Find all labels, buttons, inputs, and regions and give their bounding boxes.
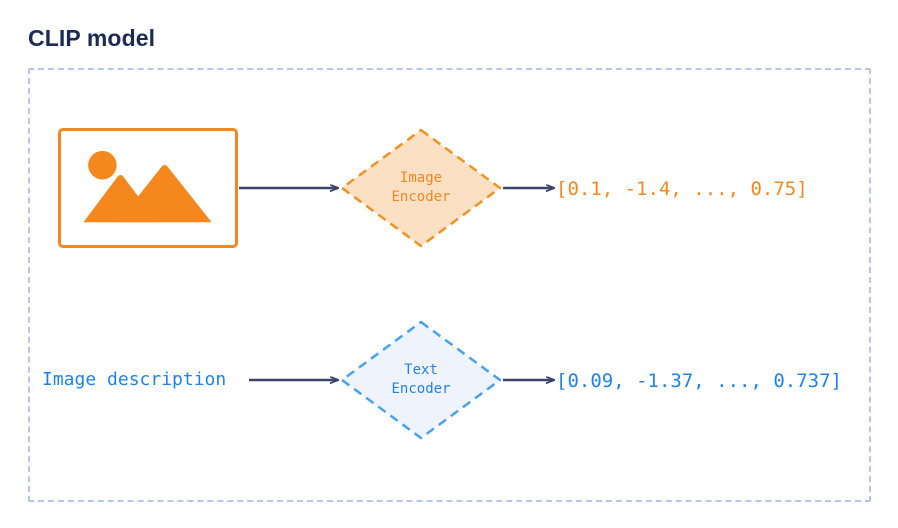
text-embedding-vector: [0.09, -1.37, ..., 0.737] bbox=[556, 370, 842, 392]
image-encoder-label-line2: Encoder bbox=[391, 189, 451, 205]
text-input-label: Image description bbox=[42, 369, 227, 390]
diamond-shape-blue bbox=[340, 320, 502, 440]
image-encoder-node[interactable]: Image Encoder bbox=[340, 128, 502, 248]
picture-icon bbox=[83, 150, 212, 223]
page-title: CLIP model bbox=[28, 25, 156, 51]
clip-model-container bbox=[28, 68, 871, 502]
image-encoder-label-line1: Image bbox=[399, 170, 443, 186]
text-encoder-node[interactable]: Text Encoder bbox=[340, 320, 502, 440]
diamond-shape-orange bbox=[340, 128, 502, 248]
image-encoder-label: Image Encoder bbox=[340, 128, 502, 248]
text-encoder-label: Text Encoder bbox=[340, 320, 502, 440]
image-input-thumbnail bbox=[58, 128, 238, 248]
text-encoder-label-line1: Text bbox=[404, 362, 438, 378]
image-embedding-vector: [0.1, -1.4, ..., 0.75] bbox=[556, 178, 808, 200]
text-encoder-label-line2: Encoder bbox=[391, 381, 451, 397]
